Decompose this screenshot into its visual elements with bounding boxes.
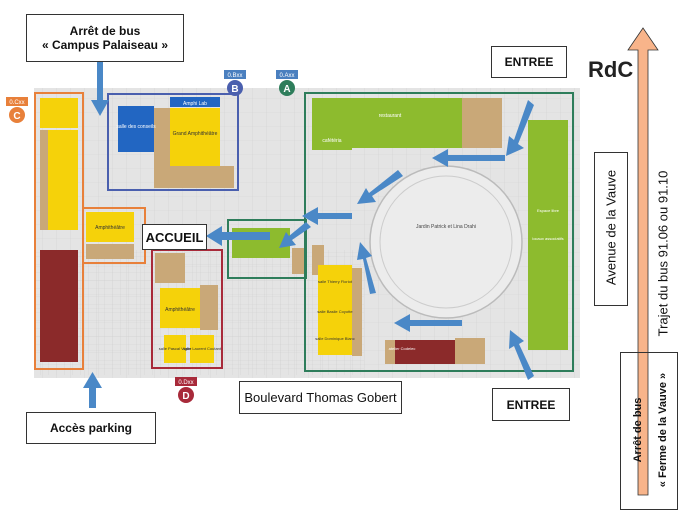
arrow-diag-1 (357, 170, 403, 204)
room-text-grand-amphi: Grand Amphithéâtre (173, 131, 218, 137)
zone-b-tan2 (170, 166, 234, 188)
page-title: RdC (588, 57, 634, 82)
arrow-accueil (206, 226, 270, 246)
accueil-label: ACCUEIL (142, 224, 207, 250)
room-text-amphilab: Amphi Lab (183, 101, 207, 107)
zone-a-yellow (318, 265, 352, 355)
wing-b-outline (107, 93, 239, 191)
room-text-amphi-c: Amphithéâtre (95, 225, 125, 231)
wing-badge-b-tag (224, 70, 246, 79)
room-text-jardin: Jardin Patrick et Lina Drahi (416, 224, 476, 230)
wing-a-outline (304, 92, 574, 372)
wing-badge-a-tag (276, 70, 298, 79)
arrow-entree-top (506, 100, 534, 156)
zone-a-tan-top (462, 98, 502, 148)
room-text-conseils: salle des conseils (116, 124, 156, 130)
wing-badge-a-letter: A (283, 84, 290, 95)
wing-badge-a-circle (279, 80, 295, 96)
arrow-parking (83, 372, 102, 408)
wing-badge-a: 0.Axx A (276, 70, 298, 96)
zone-c-tan (40, 130, 48, 230)
room-text-associatifs: locaux associatifs (532, 236, 563, 241)
wing-badge-d-circle (178, 387, 194, 403)
wing-badge-c-circle (9, 107, 25, 123)
room-text-amphi-d: Amphithéâtre (165, 307, 195, 313)
jardin-inner (379, 175, 513, 309)
wing-badge-c-code: 0.Cxx (9, 100, 24, 106)
zone-d-tan (155, 253, 185, 283)
bus-stop-campus-line1: Arrêt de bus (69, 24, 141, 38)
acces-parking-label: Accès parking (26, 412, 156, 444)
zone-c-red (40, 250, 78, 362)
zone-a-cafeteria (312, 128, 352, 150)
avenue-box (594, 152, 628, 306)
wing-badge-b-code: 0.Bxx (227, 73, 242, 79)
room-text-thierry: salle Thierry Floriot (318, 279, 353, 284)
arrow-bus-campus (91, 60, 109, 116)
zone-c-tan2 (86, 244, 134, 259)
arrow-mid-left (302, 207, 352, 225)
zone-c-yellow-mid (48, 130, 78, 230)
entree-top-label: ENTREE (491, 46, 567, 78)
bus-route-arrow (627, 27, 659, 496)
zone-b-tan (154, 108, 170, 188)
zone-a-red (395, 340, 455, 364)
wing-badge-c-tag (6, 97, 28, 106)
avenue-label: Avenue de la Vauve (603, 169, 619, 286)
wing-badge-d-code: 0.Dxx (178, 380, 193, 386)
wing-badge-b-letter: B (231, 84, 238, 95)
room-text-restaurant: restaurant (379, 113, 402, 119)
wing-d-outline (151, 249, 223, 369)
room-text-espace-libre: Espace libre (537, 208, 560, 213)
zone-a-tan-bottom (455, 338, 485, 364)
zone-a-tan-strip (352, 268, 362, 356)
room-text-basile: salle Basile Coyotte (317, 309, 353, 314)
bus-stop-campus-line2: « Campus Palaiseau » (41, 38, 169, 52)
boulevard-text: Boulevard Thomas Gobert (244, 390, 397, 405)
wing-badge-d-tag (175, 377, 197, 386)
wing-badge-c-letter: C (13, 111, 20, 122)
arrow-top-corridor (432, 149, 505, 167)
bus-stop-vauve-line2: « Ferme de la Vauve » (657, 372, 669, 488)
arrow-entree-bottom (509, 330, 534, 380)
room-text-pascal: salle Pascal Vigier (159, 346, 192, 351)
arrow-diag-2 (279, 222, 311, 248)
zone-c-amphi (86, 212, 134, 242)
jardin-circle (369, 165, 523, 319)
bus-route-label: Trajet du bus 91.06 ou 91.10 (655, 170, 671, 337)
zone-b-grand-amphi (170, 108, 220, 166)
zone-d-tan2 (200, 285, 218, 330)
boulevard-label: Boulevard Thomas Gobert (239, 381, 402, 414)
arrow-lower-up (357, 242, 376, 294)
room-text-laurent: salle Laurent Coutant (183, 346, 222, 351)
room-text-atelier: atelier Codelec (389, 346, 416, 351)
wing-badge-d-letter: D (182, 391, 189, 402)
bus-stop-vauve-box (620, 352, 678, 510)
zone-b-amphilab (170, 97, 220, 107)
zone-c-yellow-top (40, 98, 78, 128)
zone-d-amphi (160, 288, 200, 328)
wing-badge-c: 0.Cxx C (6, 97, 28, 123)
entree-bottom-label: ENTREE (492, 388, 570, 421)
direction-arrows (83, 60, 534, 408)
accueil-side (292, 248, 304, 274)
wing-badge-b: 0.Bxx B (224, 70, 246, 96)
wing-badge-b-circle (227, 80, 243, 96)
zone-a-green-right (528, 120, 568, 350)
zone-a-atelier (385, 340, 395, 364)
zone-b-blue (118, 106, 154, 152)
bus-stop-vauve-line1: Arrêt de bus (632, 397, 644, 463)
wing-badge-d: 0.Dxx D (175, 377, 197, 403)
zone-d-room1 (164, 335, 186, 363)
room-text-dominique: salle Dominique Blanc (315, 336, 355, 341)
zone-d-room2 (190, 335, 214, 363)
wing-badge-a-code: 0.Axx (279, 73, 294, 79)
arrow-bottom-left (394, 314, 462, 332)
bus-stop-campus-box: Arrêt de bus « Campus Palaiseau » (26, 14, 184, 62)
room-text-cafeteria: cafétéria (322, 138, 341, 144)
